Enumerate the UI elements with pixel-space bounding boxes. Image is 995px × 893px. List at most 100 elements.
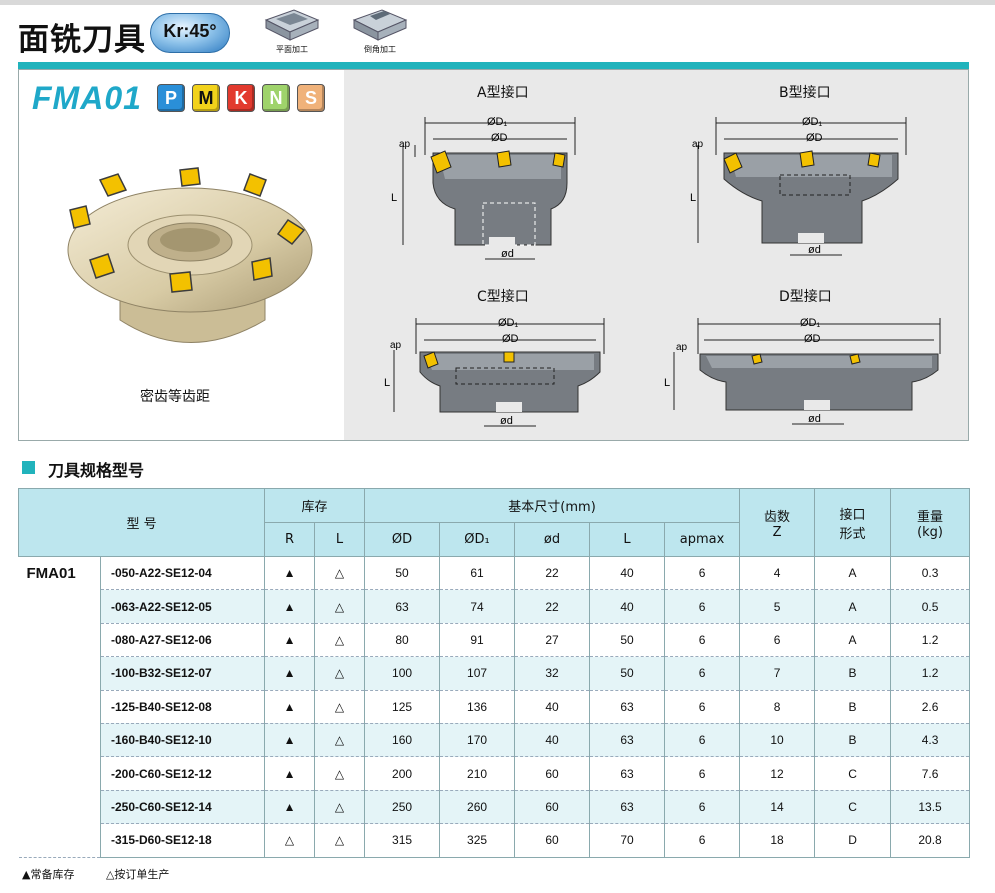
len-cell: 63 [589, 723, 666, 758]
header-d: ØD [364, 522, 441, 557]
chamfer-icon [352, 9, 408, 41]
page-title: 面铣刀具 [18, 22, 146, 58]
z-cell: 4 [739, 556, 816, 591]
d-cell: 250 [364, 790, 441, 825]
bore-cell: 22 [514, 556, 591, 591]
diagram-c: ØD₁ ØD ap L ød [384, 317, 605, 427]
d1-cell: 136 [439, 690, 516, 724]
diagram-c-bore-label: ød [500, 415, 513, 427]
iface-cell: D [814, 823, 892, 858]
z-cell: 12 [739, 756, 816, 791]
diagram-c-title: C型接口 [477, 289, 529, 305]
diagram-a-bore-label: ød [501, 248, 514, 260]
l-cell: △ [314, 723, 366, 758]
r-cell: ▲ [264, 623, 316, 658]
model-cell: -050-A22-SE12-04 [99, 556, 266, 591]
diagram-b-d-label: ØD [806, 132, 823, 144]
model-cell: -080-A27-SE12-06 [99, 623, 266, 658]
bore-cell: 60 [514, 823, 591, 858]
d1-cell: 210 [439, 756, 516, 791]
ap-cell: 6 [664, 589, 741, 624]
z-cell: 7 [739, 656, 816, 691]
kr-angle-text: Kr:45° [163, 21, 217, 41]
grade-badge-m: M [192, 84, 220, 112]
iface-cell: A [814, 623, 892, 658]
series-title: FMA01 [32, 80, 142, 116]
d-cell: 160 [364, 723, 441, 758]
kg-cell: 2.6 [890, 690, 971, 724]
ap-cell: 6 [664, 756, 741, 791]
header-stock-r: R [264, 522, 316, 557]
r-cell: ▲ [264, 790, 316, 825]
d1-cell: 74 [439, 589, 516, 624]
diagram-a: ØD₁ ØD ap L ød [391, 116, 576, 260]
diagram-d-ap-label: ap [676, 342, 688, 353]
ap-cell: 6 [664, 623, 741, 658]
r-cell: ▲ [264, 589, 316, 624]
diagram-c-d1-label: ØD₁ [498, 317, 519, 329]
diagram-b-d1-label: ØD₁ [802, 116, 823, 128]
d1-cell: 170 [439, 723, 516, 758]
diagram-d-d-label: ØD [804, 333, 821, 345]
bore-cell: 60 [514, 790, 591, 825]
len-cell: 40 [589, 589, 666, 624]
len-cell: 50 [589, 623, 666, 658]
header-weight: 重量(kg) [890, 488, 971, 557]
diagram-b-title: B型接口 [779, 85, 831, 101]
l-cell: △ [314, 690, 366, 724]
diagram-a-d-label: ØD [491, 132, 508, 144]
model-cell: -125-B40-SE12-08 [99, 690, 266, 724]
chamfer-label: 倒角加工 [364, 45, 396, 54]
l-cell: △ [314, 790, 366, 825]
model-cell: -063-A22-SE12-05 [99, 589, 266, 624]
series-cell: FMA01 [18, 556, 101, 858]
legend-order: △按订单生产 [105, 868, 170, 881]
kg-cell: 4.3 [890, 723, 971, 758]
diagram-c-ap-label: ap [390, 340, 402, 351]
l-cell: △ [314, 556, 366, 591]
z-cell: 14 [739, 790, 816, 825]
section-title: 刀具规格型号 [48, 461, 145, 480]
legend-stock: ▲常备库存 [22, 868, 75, 881]
kg-cell: 13.5 [890, 790, 971, 825]
teal-divider [18, 62, 969, 69]
kg-cell: 1.2 [890, 623, 971, 658]
bore-cell: 22 [514, 589, 591, 624]
d-cell: 80 [364, 623, 441, 658]
model-cell: -315-D60-SE12-18 [99, 823, 266, 858]
d1-cell: 260 [439, 790, 516, 825]
kg-cell: 0.5 [890, 589, 971, 624]
len-cell: 50 [589, 656, 666, 691]
r-cell: ▲ [264, 656, 316, 691]
d1-cell: 91 [439, 623, 516, 658]
kg-cell: 20.8 [890, 823, 971, 858]
l-cell: △ [314, 589, 366, 624]
diagram-d-d1-label: ØD₁ [800, 317, 821, 329]
cutter-illustration [67, 167, 313, 343]
header-length: L [589, 522, 666, 557]
bore-cell: 40 [514, 723, 591, 758]
bore-cell: 40 [514, 690, 591, 724]
r-cell: △ [264, 823, 316, 858]
model-cell: -100-B32-SE12-07 [99, 656, 266, 691]
diagram-a-ap-label: ap [399, 139, 411, 150]
stock-legend: ▲常备库存 △按订单生产 [22, 866, 197, 882]
section-marker [22, 461, 35, 474]
kg-cell: 0.3 [890, 556, 971, 591]
grade-badge-s: S [297, 84, 325, 112]
top-rule [0, 0, 995, 5]
cutter-caption: 密齿等齿距 [140, 389, 210, 405]
iface-cell: A [814, 556, 892, 591]
z-cell: 6 [739, 623, 816, 658]
diagram-d-l-label: L [664, 377, 670, 389]
face-milling-icon [264, 9, 320, 41]
d-cell: 50 [364, 556, 441, 591]
grade-badge-p: P [157, 84, 185, 112]
header-ap-max: apmax [664, 522, 741, 557]
diagram-a-l-label: L [391, 192, 397, 204]
bore-cell: 27 [514, 623, 591, 658]
